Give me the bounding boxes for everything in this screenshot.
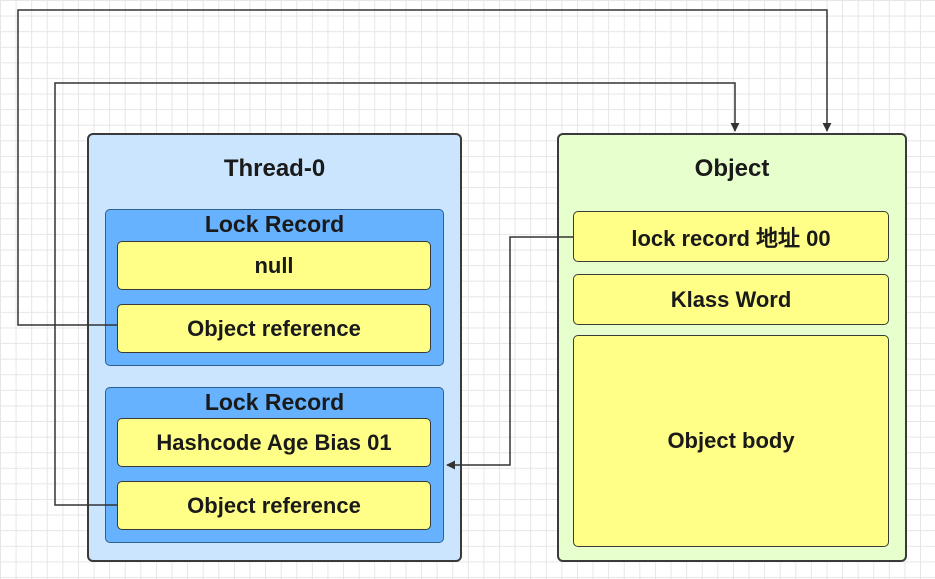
object-title: Object	[694, 155, 770, 182]
lock-record-2-hashcode-field: Hashcode Age Bias 01	[117, 418, 431, 467]
thread-0-title: Thread-0	[223, 155, 326, 182]
lock-record-2-object-reference: Object reference	[117, 481, 431, 530]
lock-record-2-title: Lock Record	[204, 389, 345, 415]
object-body-field: Object body	[573, 335, 889, 547]
object-mark-word-field: lock record 地址 00	[573, 211, 889, 262]
lock-record-1-null-field: null	[117, 241, 431, 290]
object-klass-word-field: Klass Word	[573, 274, 889, 325]
lock-record-1-title: Lock Record	[204, 211, 345, 237]
lock-record-1-object-reference: Object reference	[117, 304, 431, 353]
edge-markword-to-hashcode	[446, 236, 573, 470]
